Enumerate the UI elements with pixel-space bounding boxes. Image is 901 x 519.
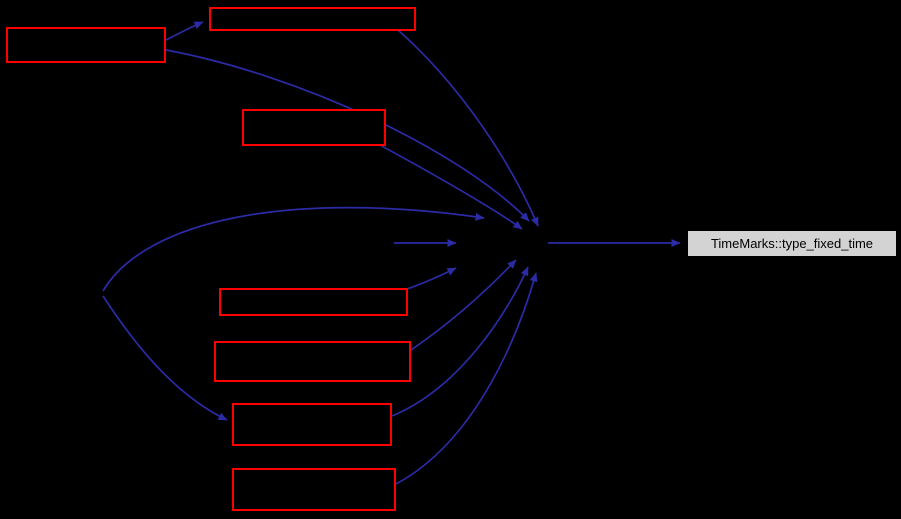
target-node-label: TimeMarks::type_fixed_time [711, 236, 873, 251]
edge-node7-to-center [395, 272, 538, 485]
node-top-wide[interactable] [209, 7, 416, 31]
target-node: TimeMarks::type_fixed_time [688, 231, 896, 256]
node-top-left[interactable] [6, 27, 166, 63]
edge-node4-to-center [403, 267, 457, 291]
edge-leftarc-to-center [102, 206, 485, 292]
node-7[interactable] [232, 468, 396, 511]
node-layer [6, 7, 416, 511]
node-6[interactable] [232, 403, 392, 446]
edge-left-to-node6 [102, 295, 228, 421]
node-4[interactable] [219, 288, 408, 316]
edge-node3-to-center [379, 144, 523, 230]
edge-topleft-to-topwide [165, 21, 204, 41]
target-node-box [688, 231, 896, 256]
edge-node5-to-center [410, 259, 517, 351]
node-3[interactable] [242, 109, 386, 146]
edge-node6-to-center [391, 266, 529, 417]
node-5[interactable] [214, 341, 411, 382]
edge-topwide-to-center [397, 29, 539, 227]
